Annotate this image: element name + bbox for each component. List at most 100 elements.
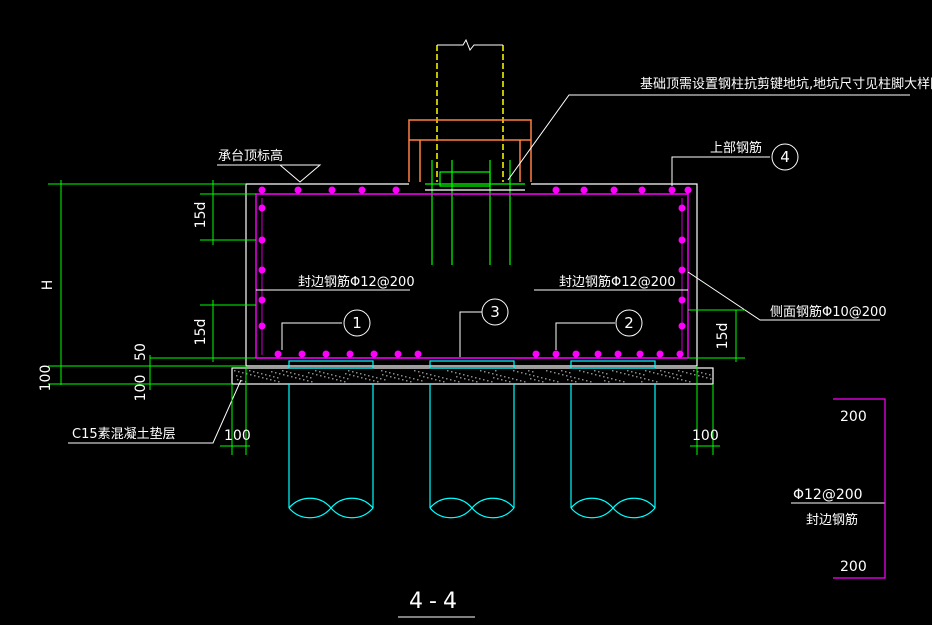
cushion-hatch-dot <box>385 371 387 373</box>
leader-lines <box>68 94 910 504</box>
svg-text:2: 2 <box>624 314 634 332</box>
cushion-hatch-dot <box>418 371 420 373</box>
cushion-hatch-dot <box>295 377 297 379</box>
rebar-dot <box>370 350 378 358</box>
rebar-dot <box>328 186 336 194</box>
cushion-hatch-dot <box>275 372 277 374</box>
cushion-hatch-dot <box>686 372 688 374</box>
rebar-dot <box>414 350 422 358</box>
cushion-hatch-dot <box>689 381 691 383</box>
detail-top-dim: 200 <box>840 409 867 425</box>
cushion-hatch-dot <box>669 376 671 378</box>
cushion-hatch-dot <box>398 378 400 380</box>
rebar-dot <box>580 186 588 194</box>
cushion-hatch-dot <box>241 380 243 382</box>
rebar-dot <box>678 236 686 244</box>
cushion-hatch-dot <box>435 379 437 381</box>
cushion-hatch-dot <box>656 381 658 383</box>
cushion-hatch-dot <box>331 374 333 376</box>
detail-bottom-dim: 200 <box>840 559 867 575</box>
cushion-hatch-dot <box>500 375 502 377</box>
cushion-hatch-dot <box>406 380 408 382</box>
cushion-hatch-dot <box>607 377 609 379</box>
cushion-hatch-dot <box>512 378 514 380</box>
cushion-hatch-dot <box>303 379 305 381</box>
cushion-hatch-dot <box>409 377 411 379</box>
cushion-hatch-dot <box>456 376 458 378</box>
cushion-hatch-dot <box>327 373 329 375</box>
rebar-dot <box>322 350 330 358</box>
cushion-hatch-dot <box>504 376 506 378</box>
cushion-hatch-dot <box>706 377 708 379</box>
cushion-hatch-dot <box>475 377 477 379</box>
cushion-hatch-dot <box>269 375 271 377</box>
cushion-hatch-dot <box>439 380 441 382</box>
cushion-hatch-dot <box>455 372 457 374</box>
cushion-hatch-dot <box>599 375 601 377</box>
cushion-hatch-dot <box>442 377 444 379</box>
rebar-dot <box>614 350 622 358</box>
detail-rebar-name: 封边钢筋 <box>806 512 858 528</box>
cushion-hatch-dot <box>438 376 440 378</box>
cushion-hatch-dot <box>458 381 460 383</box>
cushion-hatch-dot <box>369 379 371 381</box>
cushion-hatch-dot <box>681 379 683 381</box>
cushion-hatch-dot <box>270 379 272 381</box>
cushion-hatch-dot <box>612 370 614 372</box>
cushion-hatch-dot <box>372 376 374 378</box>
cushion-hatch-dot <box>492 373 494 375</box>
cushion-hatch-dot <box>701 372 703 374</box>
cushion-hatch-dot <box>698 375 700 377</box>
cushion-hatch-dot <box>562 374 564 376</box>
cushion-hatch-dot <box>364 374 366 376</box>
cushion-hatch-dot <box>410 381 412 383</box>
cushion-hatch-dot <box>575 381 577 383</box>
cushion-hatch-dot <box>525 373 527 375</box>
cushion-hatch-dot <box>673 377 675 379</box>
cushion-hatch-dot <box>565 371 567 373</box>
cushion-hatch-dot <box>657 373 659 375</box>
cushion-hatch-dot <box>344 381 346 383</box>
cushion-hatch-dot <box>705 373 707 375</box>
rebar-dot <box>594 350 602 358</box>
cushion-hatch-dot <box>286 371 288 373</box>
cushion-hatch-dot <box>274 380 276 382</box>
cushion-hatch-dot <box>306 376 308 378</box>
cushion-hatch-dot <box>447 370 449 372</box>
section-title: 4-4 <box>409 589 463 614</box>
cushion-hatch-dot <box>653 372 655 374</box>
cushion-hatch-dot <box>335 375 337 377</box>
cushion-hatch-dot <box>529 374 531 376</box>
cushion-hatch-dot <box>569 372 571 374</box>
cushion-hatch-dot <box>238 371 240 373</box>
pile-middle <box>429 360 515 519</box>
cushion-hatch-dot <box>310 377 312 379</box>
cushion-hatch-dot <box>542 381 544 383</box>
cushion-hatch-dot <box>377 381 379 383</box>
cushion-hatch-dot <box>368 375 370 377</box>
cushion-hatch-dot <box>668 372 670 374</box>
cushion-hatch-dot <box>361 377 363 379</box>
cushion-hatch-dot <box>616 371 618 373</box>
dim-15d-bottom: 15d <box>193 319 209 346</box>
cushion-hatch-dot <box>627 370 629 372</box>
cushion-hatch-dot <box>347 378 349 380</box>
cushion-hatch-dot <box>652 380 654 382</box>
cushion-hatch-dot <box>402 379 404 381</box>
cap-top-elevation-label: 承台顶标高 <box>218 148 283 164</box>
cushion-hatch-dot <box>583 371 585 373</box>
cushion-hatch-dot <box>282 370 284 372</box>
cushion-hatch-dot <box>636 376 638 378</box>
cushion-hatch-dot <box>664 371 666 373</box>
rebar-dot <box>676 350 684 358</box>
cushion-hatch-dot <box>290 372 292 374</box>
cushion-hatch-dot <box>550 371 552 373</box>
cushion-hatch-dot <box>497 378 499 380</box>
cushion-hatch-dot <box>234 370 236 372</box>
cushion-hatch-dot <box>271 371 273 373</box>
cushion-hatch-dot <box>349 374 351 376</box>
cushion-hatch-dot <box>678 370 680 372</box>
cushion-hatch-dot <box>635 372 637 374</box>
cushion-hatch-dot <box>283 374 285 376</box>
cushion-hatch-dot <box>608 381 610 383</box>
